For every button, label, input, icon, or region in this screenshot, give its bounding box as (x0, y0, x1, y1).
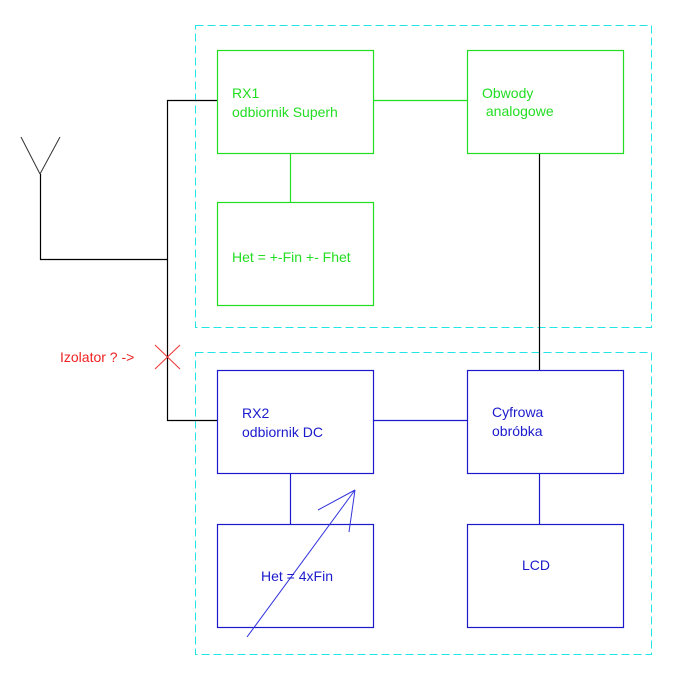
rx1-subtitle: odbiornik Superh (232, 104, 338, 120)
cyfrowa-title: Cyfrowa (492, 404, 544, 420)
rx1-block (216, 49, 375, 155)
rx2-subtitle: odbiornik DC (242, 424, 323, 440)
antenna-feed-wire (39, 99, 217, 422)
lcd-label: LCD (522, 557, 551, 573)
cyfrowa-block (466, 369, 625, 475)
het2-block (216, 523, 375, 629)
rx2-title: RX2 (242, 405, 270, 421)
tuning-arrow-icon (246, 489, 356, 638)
obwody-title: Obwody (482, 85, 534, 101)
het1-label: Het = +-Fin +- Fhet (232, 249, 351, 265)
het1-block (216, 201, 375, 307)
analog-group-border (195, 25, 652, 328)
isolator-label: Izolator ? -> (60, 349, 135, 365)
cyfrowa-subtitle: obróbka (492, 423, 543, 439)
rx1-title: RX1 (232, 85, 260, 101)
antenna-icon (20, 136, 61, 175)
obwody-block (466, 49, 625, 155)
lcd-block (466, 523, 625, 629)
x-cross-icon (154, 344, 181, 370)
rx2-block (216, 369, 375, 475)
obwody-subtitle: analogowe (482, 103, 554, 119)
het2-label: Het = 4xFin (261, 568, 333, 584)
digital-group-border (195, 352, 652, 655)
